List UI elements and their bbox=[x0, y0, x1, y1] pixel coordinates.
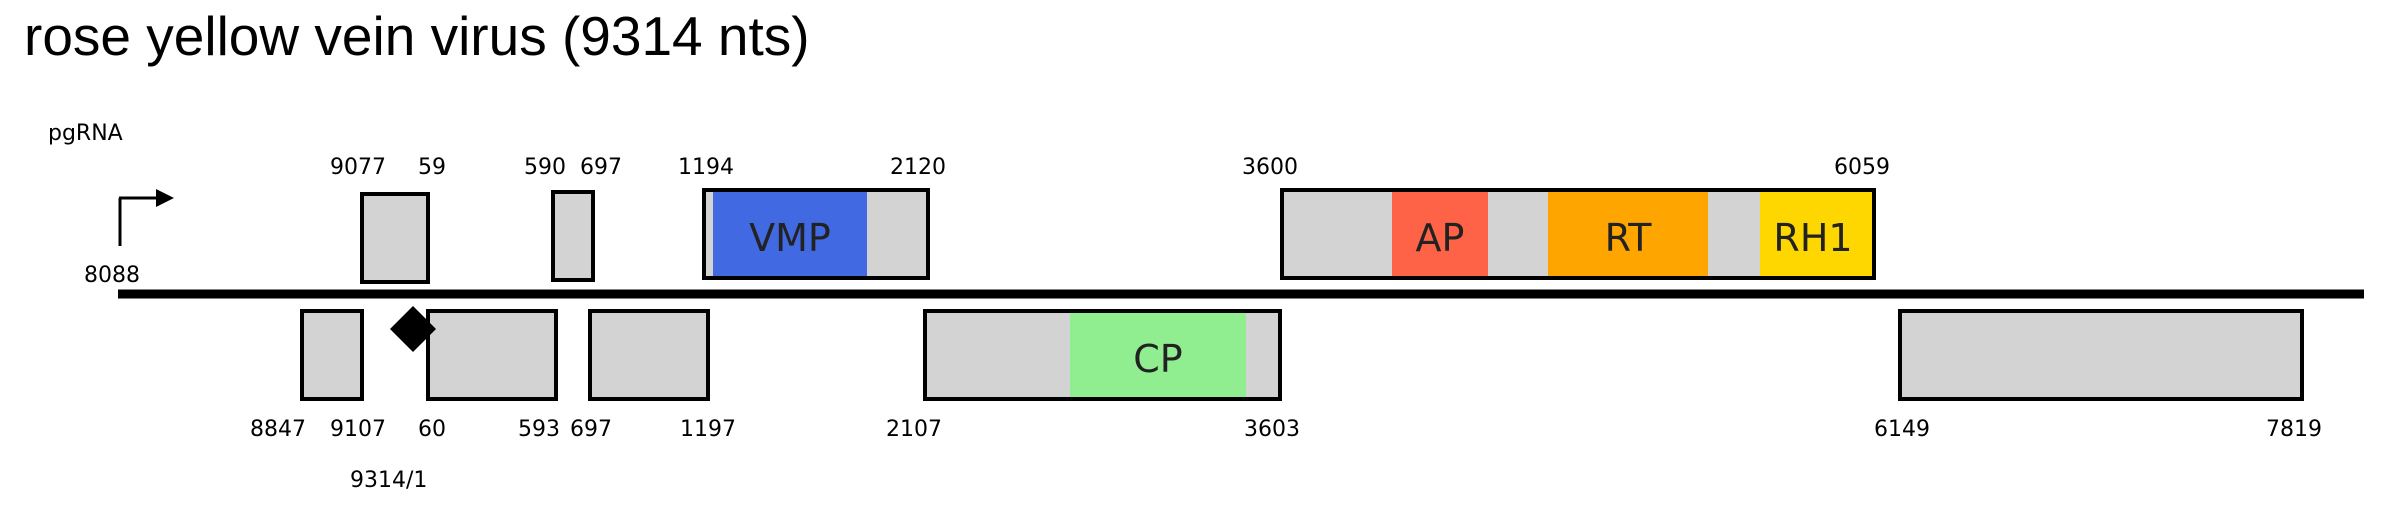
rt-label: RT bbox=[1605, 216, 1653, 260]
upper-pos-1194: 1194 bbox=[678, 155, 734, 180]
upper-pos-697: 697 bbox=[580, 155, 622, 180]
origin-diamond-icon bbox=[390, 306, 436, 352]
promoter-arrow-icon bbox=[118, 189, 174, 246]
orf-upper-1 bbox=[360, 192, 430, 284]
orf-upper-2 bbox=[551, 190, 595, 282]
lower-pos-7819: 7819 bbox=[2266, 417, 2322, 442]
upper-pos-590: 590 bbox=[524, 155, 566, 180]
upper-pos-6059: 6059 bbox=[1834, 155, 1890, 180]
lower-pos-697: 697 bbox=[570, 417, 612, 442]
orf-lower-cp-outline bbox=[923, 309, 1282, 401]
orf-upper-vmp-outline bbox=[702, 188, 930, 280]
lower-pos-8847: 8847 bbox=[250, 417, 306, 442]
rh1-label: RH1 bbox=[1773, 216, 1852, 260]
lower-pos-9107: 9107 bbox=[330, 417, 386, 442]
lower-pos-6149: 6149 bbox=[1874, 417, 1930, 442]
orf-lower-2 bbox=[426, 309, 558, 401]
promoter-position-label: 8088 bbox=[84, 263, 140, 288]
orf-lower-1 bbox=[300, 309, 364, 401]
upper-pos-59: 59 bbox=[418, 155, 446, 180]
orf-lower-4 bbox=[1898, 309, 2304, 401]
vmp-label: VMP bbox=[749, 216, 831, 260]
upper-pos-3600: 3600 bbox=[1242, 155, 1298, 180]
cp-domain bbox=[1070, 311, 1246, 399]
vmp-domain bbox=[713, 190, 867, 278]
origin-label: 9314/1 bbox=[350, 468, 427, 493]
orf-upper-pol: AP RT RH1 bbox=[1280, 188, 1876, 280]
ap-domain bbox=[1392, 190, 1488, 278]
upper-pos-2120: 2120 bbox=[890, 155, 946, 180]
lower-pos-1197: 1197 bbox=[680, 417, 736, 442]
rt-domain bbox=[1548, 190, 1708, 278]
orf-upper-vmp: VMP bbox=[702, 188, 930, 280]
orf-upper-pol-outline bbox=[1280, 188, 1876, 280]
rh1-domain bbox=[1760, 190, 1874, 278]
orf-lower-3 bbox=[588, 309, 710, 401]
orf-lower-cp: CP bbox=[923, 309, 1282, 401]
promoter-label: pgRNA bbox=[48, 121, 123, 146]
diagram-title: rose yellow vein virus (9314 nts) bbox=[24, 5, 810, 67]
upper-pos-9077: 9077 bbox=[330, 155, 386, 180]
cp-label: CP bbox=[1133, 337, 1182, 381]
lower-pos-2107: 2107 bbox=[886, 417, 942, 442]
ap-label: AP bbox=[1416, 216, 1465, 260]
lower-pos-3603: 3603 bbox=[1244, 417, 1300, 442]
lower-pos-593: 593 bbox=[518, 417, 560, 442]
lower-pos-60: 60 bbox=[418, 417, 446, 442]
